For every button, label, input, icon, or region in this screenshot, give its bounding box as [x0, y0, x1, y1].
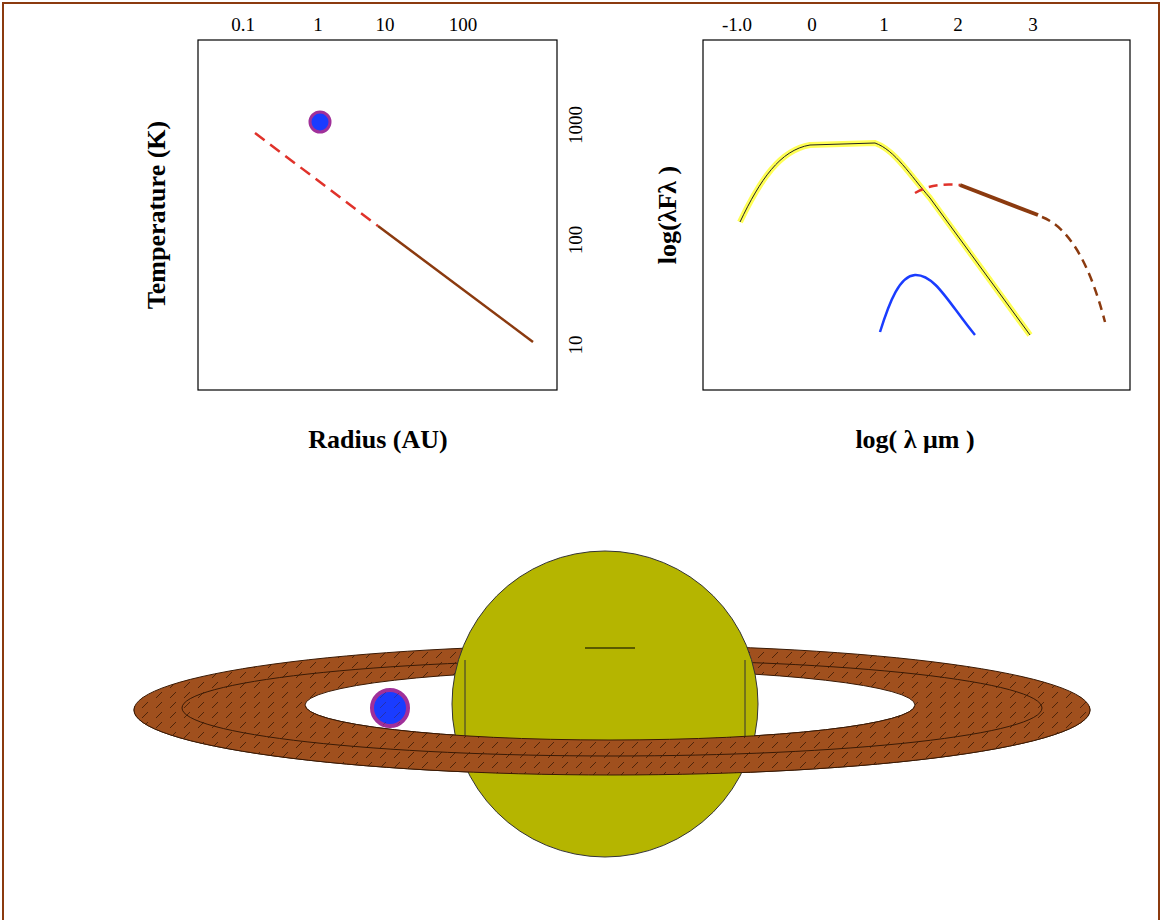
axis-title: Radius (AU)	[308, 427, 447, 453]
tick-label: 3	[1028, 15, 1038, 34]
axis-title: log( λ μm )	[855, 427, 974, 453]
tick-label: 10	[376, 15, 395, 34]
planet	[372, 690, 408, 726]
planet-spectrum	[880, 275, 975, 335]
star-spectrum	[740, 143, 1030, 335]
tick-label: 2	[953, 15, 963, 34]
star	[452, 551, 758, 857]
star-mark	[585, 647, 635, 648]
plot-frame	[703, 40, 1130, 390]
disk-spectrum-dashed	[915, 185, 960, 193]
tick-label: 10	[566, 336, 585, 355]
tick-label: 100	[566, 226, 585, 255]
tick-label: 1000	[566, 106, 585, 144]
tick-label: 0	[807, 15, 817, 34]
disk-spectrum-tail	[1042, 217, 1105, 322]
plot-frame	[198, 40, 557, 390]
axis-title: log(λFλ )	[655, 166, 681, 264]
temperature-profile	[378, 226, 533, 342]
axis-title: Temperature (K)	[144, 121, 170, 309]
tick-label: 1	[313, 15, 323, 34]
disk-front	[134, 706, 1090, 775]
disk-outer	[134, 645, 1090, 775]
disk-spectrum	[960, 185, 1038, 215]
tick-label: 0.1	[231, 15, 255, 34]
star-body	[465, 655, 745, 741]
frame	[3, 3, 1159, 920]
tick-label: -1.0	[722, 15, 752, 34]
tick-label: 1	[879, 15, 889, 34]
dashed-profile	[255, 133, 378, 226]
planet-marker	[310, 112, 330, 132]
star-spectrum-line	[740, 143, 1030, 335]
tick-label: 100	[449, 15, 478, 34]
